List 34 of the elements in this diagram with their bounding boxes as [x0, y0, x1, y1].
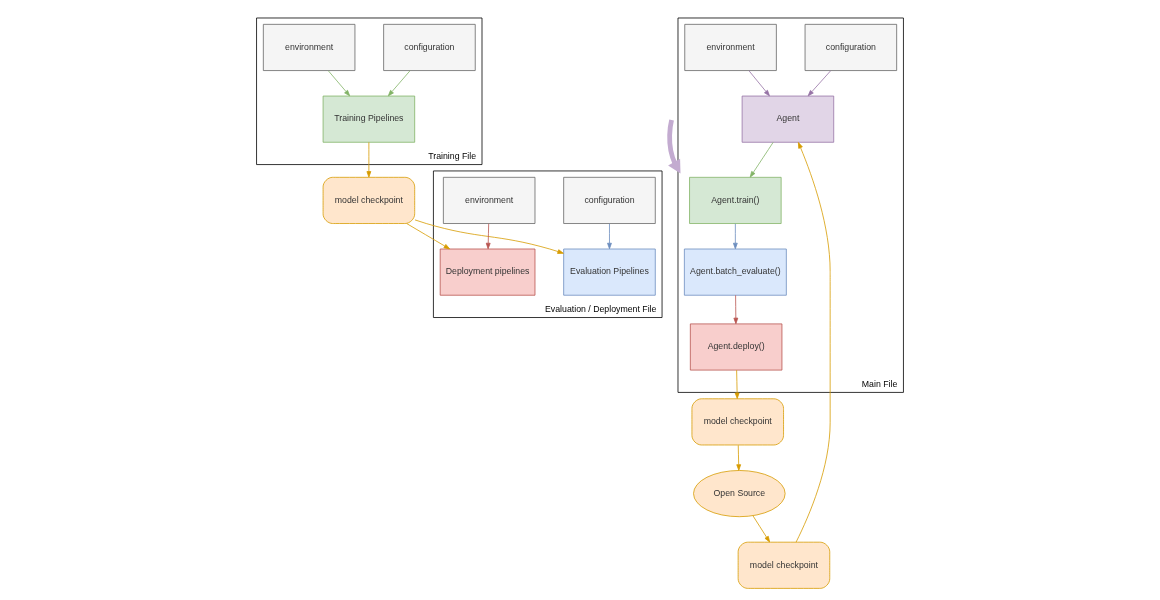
node-box: Agent.train(): [689, 176, 782, 224]
node-box: environment: [442, 176, 536, 224]
node-box: Agent.deploy(): [689, 323, 783, 371]
node-box: model checkpoint: [322, 176, 416, 224]
arrow: [387, 70, 411, 97]
arrow: [748, 70, 770, 97]
arrow: [485, 223, 491, 250]
node-box: environment: [684, 23, 777, 71]
arrow: [667, 119, 681, 174]
node-box: configuration: [563, 176, 656, 224]
arrow: [752, 515, 771, 543]
node-box: Agent.batch_evaluate(): [683, 248, 787, 296]
node-box: Deployment pipelines: [439, 248, 536, 296]
arrow: [795, 142, 831, 543]
arrow: [734, 369, 740, 399]
arrow: [749, 141, 774, 178]
node-ellipse: Open Source: [693, 470, 786, 518]
arrow: [736, 444, 742, 471]
node-box: configuration: [383, 23, 476, 71]
node-box: model checkpoint: [737, 541, 831, 589]
node-box: configuration: [804, 23, 898, 71]
arrow: [406, 223, 451, 250]
node-box: Evaluation Pipelines: [563, 248, 656, 296]
node-box: model checkpoint: [691, 398, 784, 446]
node-box: Training Pipelines: [322, 95, 416, 143]
arrow: [807, 70, 831, 97]
arrow: [607, 223, 612, 250]
node-box: environment: [262, 23, 356, 71]
arrow: [414, 219, 564, 254]
node-box: Agent: [741, 95, 835, 143]
arrow: [733, 223, 738, 250]
arrow: [733, 294, 739, 325]
arrow: [327, 70, 351, 97]
arrow: [366, 141, 372, 178]
